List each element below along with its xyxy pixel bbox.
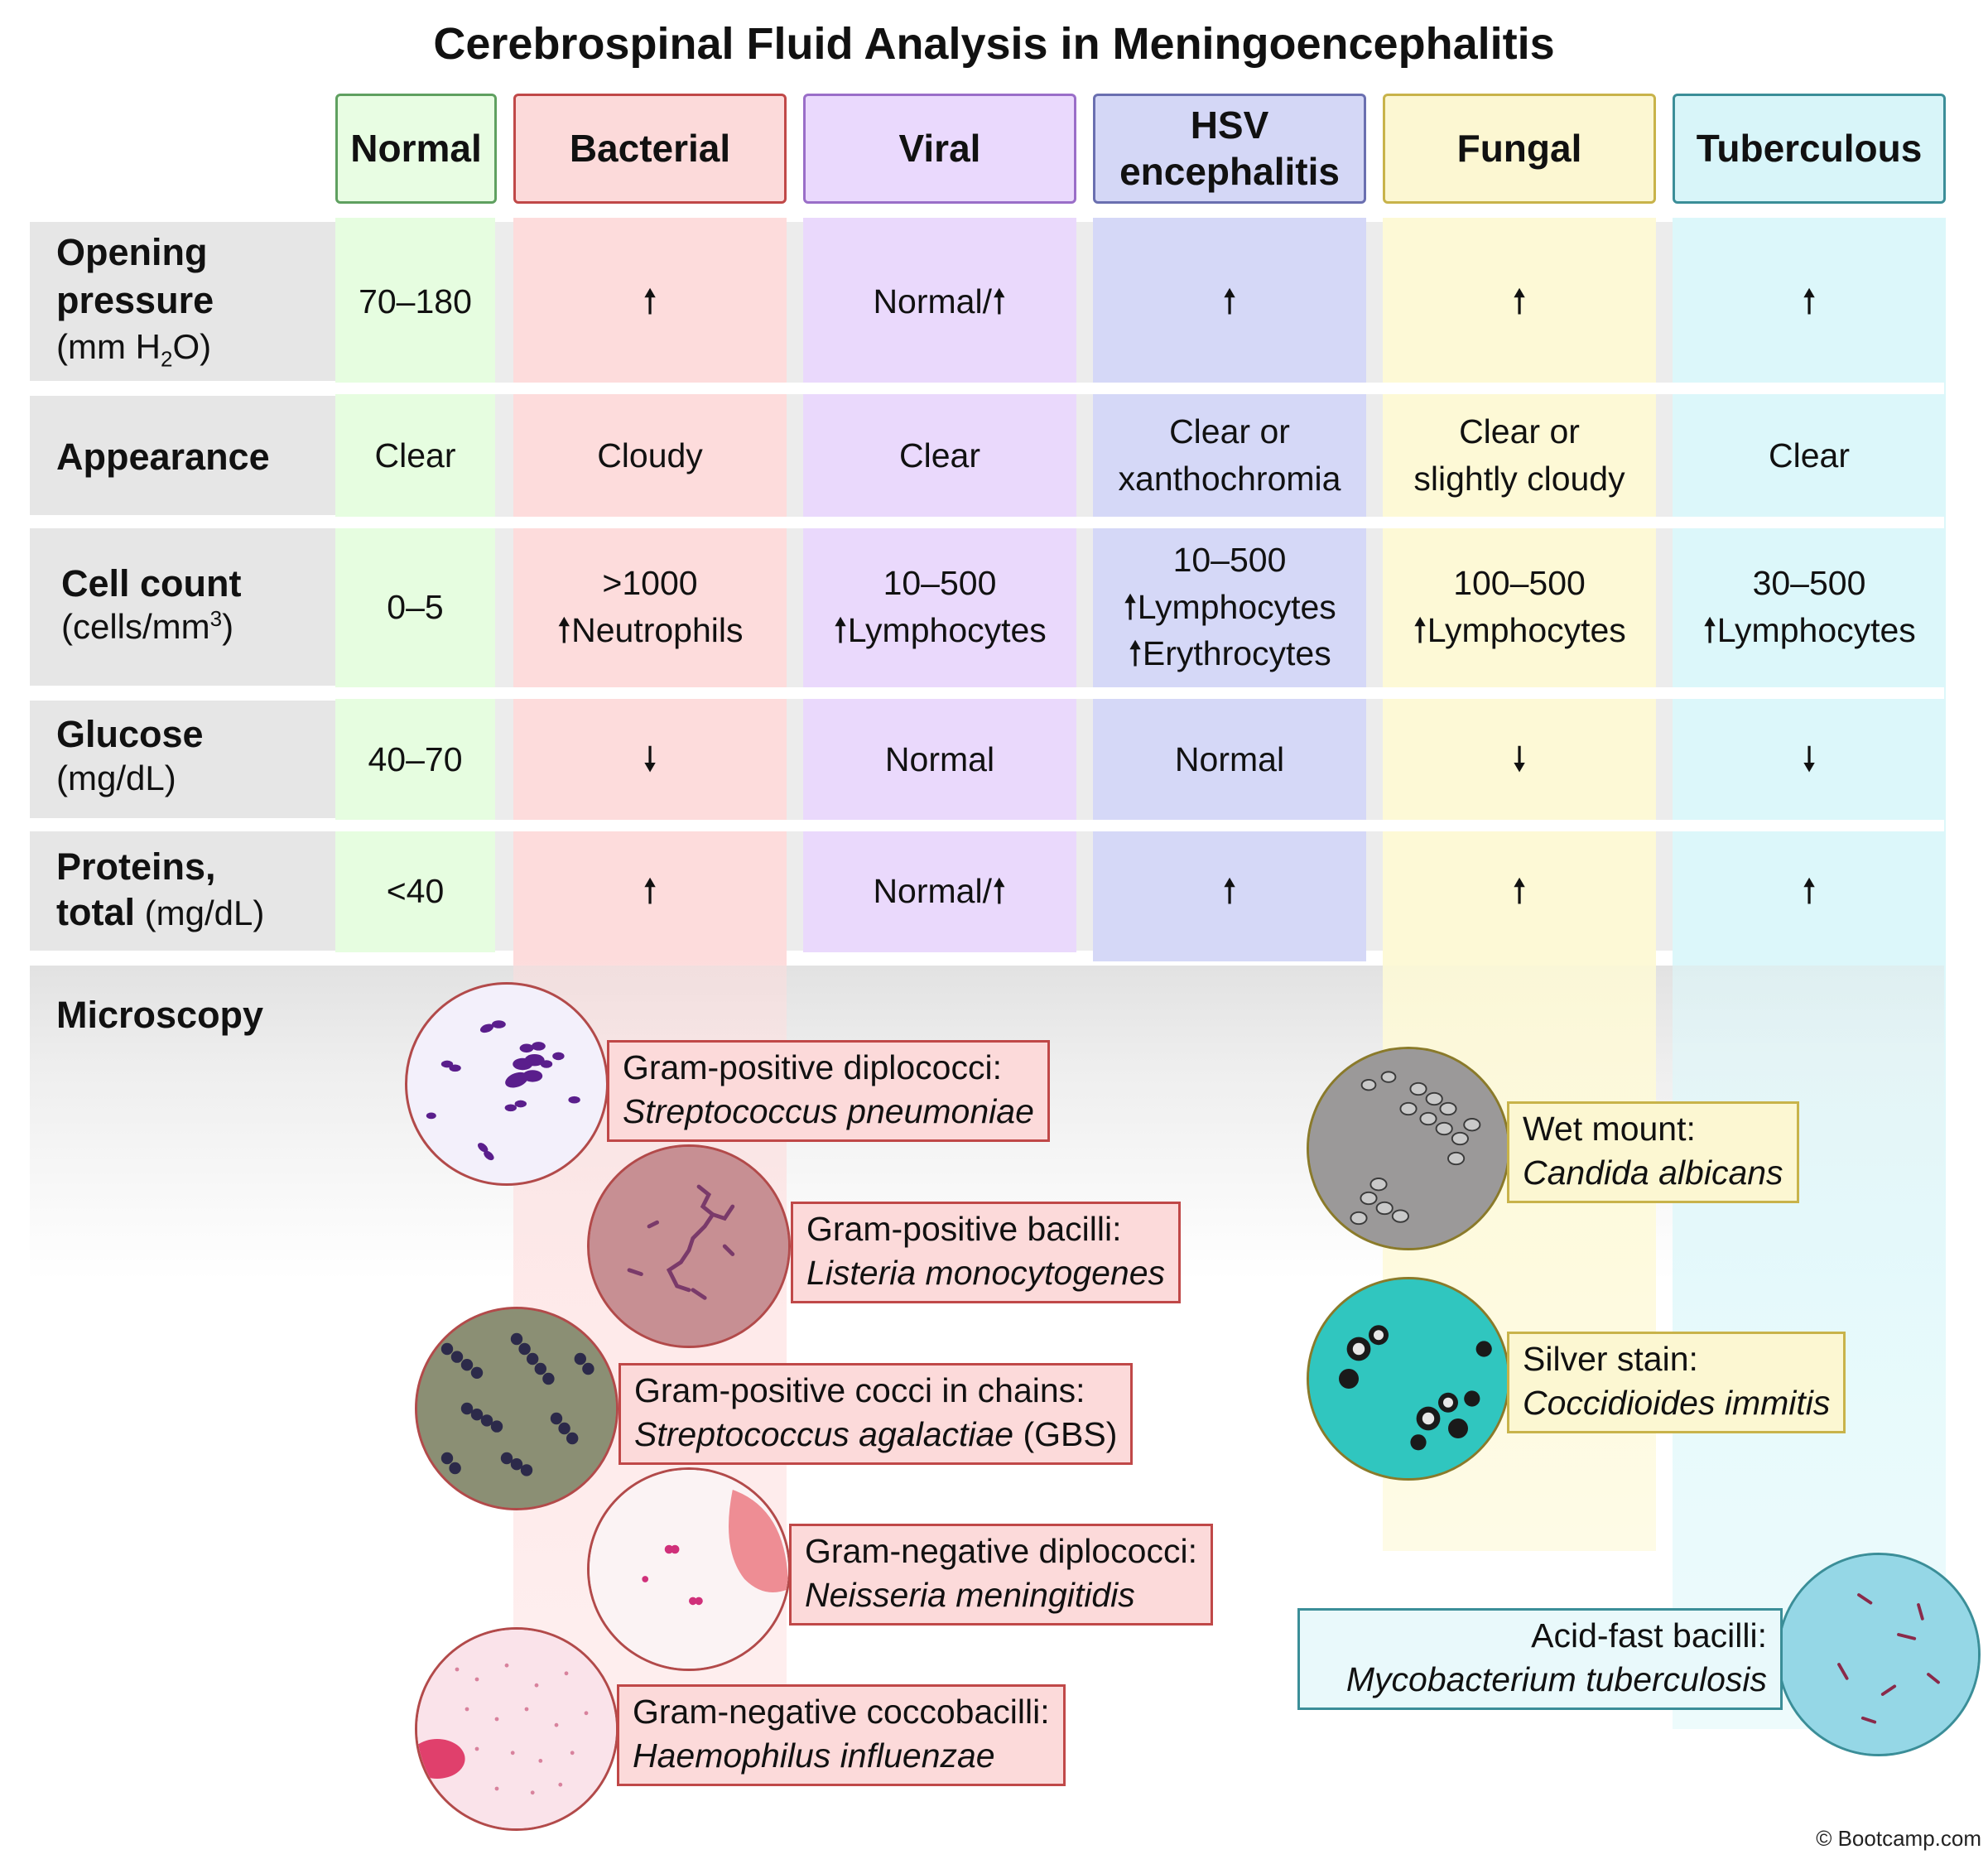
cell-opening-pressure-hsv: 🠕: [1222, 282, 1237, 320]
row-gap-tint: [1076, 222, 1093, 951]
header-fungal: Fungal: [1383, 94, 1656, 204]
cell-appearance-fungal: Clear or slightly cloudy: [1413, 412, 1625, 498]
copyright: © Bootcamp.com: [1816, 1826, 1981, 1851]
micrograph-haemophilus: [415, 1627, 619, 1831]
cell-cell-count-hsv: 10–500 🠕Lymphocytes 🠕Erythrocytes: [1123, 541, 1336, 673]
row-separator: [30, 383, 1944, 394]
cell-cell-count-viral: 10–500 🠕Lymphocytes: [833, 564, 1047, 649]
cell-opening-pressure-tuberculous: 🠕: [1802, 282, 1817, 320]
row-bg-glucose: [30, 701, 335, 818]
cell-cell-count-bacterial: >1000 🠕Neutrophils: [556, 564, 744, 649]
row-gap-tint: [787, 222, 803, 951]
cell-glucose-hsv: Normal: [1174, 739, 1285, 778]
row-bg-cell-count: [30, 528, 335, 686]
micrograph-neisseria: [587, 1467, 791, 1671]
cell-opening-pressure-viral: Normal/🠕: [873, 282, 1007, 320]
cell-appearance-viral: Clear: [899, 436, 980, 474]
micro-label-mycobacterium: Acid-fast bacilli: Mycobacterium tubercu…: [1297, 1608, 1783, 1710]
micrograph-strep-pneumoniae: [405, 982, 609, 1186]
cell-glucose-fungal: 🠗: [1512, 739, 1527, 778]
row-separator: [30, 517, 1944, 528]
cell-glucose-viral: Normal: [884, 739, 995, 778]
micrograph-candida: [1307, 1047, 1510, 1250]
row-gap-tint: [495, 222, 513, 951]
cell-proteins-fungal: 🠕: [1512, 871, 1527, 910]
row-label-appearance: Appearance: [56, 436, 270, 478]
row-bg-opening-pressure: [30, 222, 335, 381]
row-bg-proteins: [30, 831, 335, 951]
micro-label-haemophilus: Gram-negative coccobacilli: Haemophilus …: [617, 1684, 1066, 1786]
cell-proteins-viral: Normal/🠕: [873, 871, 1007, 910]
row-label-cell-count: Cell count (cells/mm3): [61, 562, 242, 646]
cell-opening-pressure-bacterial: 🠕: [643, 282, 657, 320]
row-label-proteins: Proteins, total (mg/dL): [56, 845, 265, 933]
cell-cell-count-normal: 0–5: [387, 587, 444, 626]
header-viral: Viral: [803, 94, 1076, 204]
cell-glucose-bacterial: 🠗: [643, 739, 657, 778]
cell-proteins-normal: <40: [386, 871, 445, 910]
column-bg-hsv: [1093, 218, 1366, 961]
micrograph-mycobacterium: [1777, 1553, 1981, 1756]
cell-opening-pressure-normal: 70–180: [359, 282, 472, 320]
cell-glucose-tuberculous: 🠗: [1802, 739, 1817, 778]
cell-cell-count-fungal: 100–500 🠕Lymphocytes: [1413, 564, 1626, 649]
row-label-microscopy: Microscopy: [56, 994, 264, 1036]
cell-appearance-normal: Clear: [374, 436, 456, 474]
micro-label-neisseria: Gram-negative diplococci: Neisseria meni…: [789, 1524, 1213, 1626]
header-bacterial: Bacterial: [513, 94, 787, 204]
row-label-glucose: Glucose (mg/dL): [56, 713, 204, 797]
cell-glucose-normal: 40–70: [368, 739, 463, 778]
row-bg-appearance: [30, 396, 335, 515]
row-separator: [30, 820, 1944, 831]
cell-opening-pressure-fungal: 🠕: [1512, 282, 1527, 320]
micrograph-coccidioides: [1307, 1277, 1510, 1481]
row-separator: [30, 687, 1944, 699]
header-tuberculous: Tuberculous: [1673, 94, 1946, 204]
row-label-opening-pressure: Opening pressure (mm H2O): [56, 231, 214, 372]
cell-appearance-hsv: Clear or xanthochromia: [1118, 412, 1341, 498]
header-normal: Normal: [335, 94, 497, 204]
page-title: Cerebrospinal Fluid Analysis in Meningoe…: [433, 19, 1555, 69]
header-hsv: HSV encephalitis: [1093, 94, 1366, 204]
row-gap-tint: [1366, 222, 1383, 951]
cell-proteins-tuberculous: 🠕: [1802, 871, 1817, 910]
row-gap-tint: [1656, 222, 1673, 951]
micro-label-strep-pneumoniae: Gram-positive diplococci: Streptococcus …: [607, 1040, 1050, 1142]
cell-appearance-tuberculous: Clear: [1769, 436, 1850, 474]
cell-appearance-bacterial: Cloudy: [597, 436, 703, 474]
micrograph-listeria: [587, 1144, 791, 1348]
cell-proteins-hsv: 🠕: [1222, 871, 1237, 910]
micro-label-candida: Wet mount: Candida albicans: [1507, 1101, 1799, 1203]
micro-label-gbs: Gram-positive cocci in chains: Streptoco…: [619, 1363, 1134, 1465]
cell-proteins-bacterial: 🠕: [643, 871, 657, 910]
cell-cell-count-tuberculous: 30–500 🠕Lymphocytes: [1702, 564, 1916, 649]
micro-label-coccidioides: Silver stain: Coccidioides immitis: [1507, 1332, 1846, 1433]
micrograph-gbs: [415, 1307, 619, 1510]
micro-label-listeria: Gram-positive bacilli: Listeria monocyto…: [791, 1202, 1182, 1303]
